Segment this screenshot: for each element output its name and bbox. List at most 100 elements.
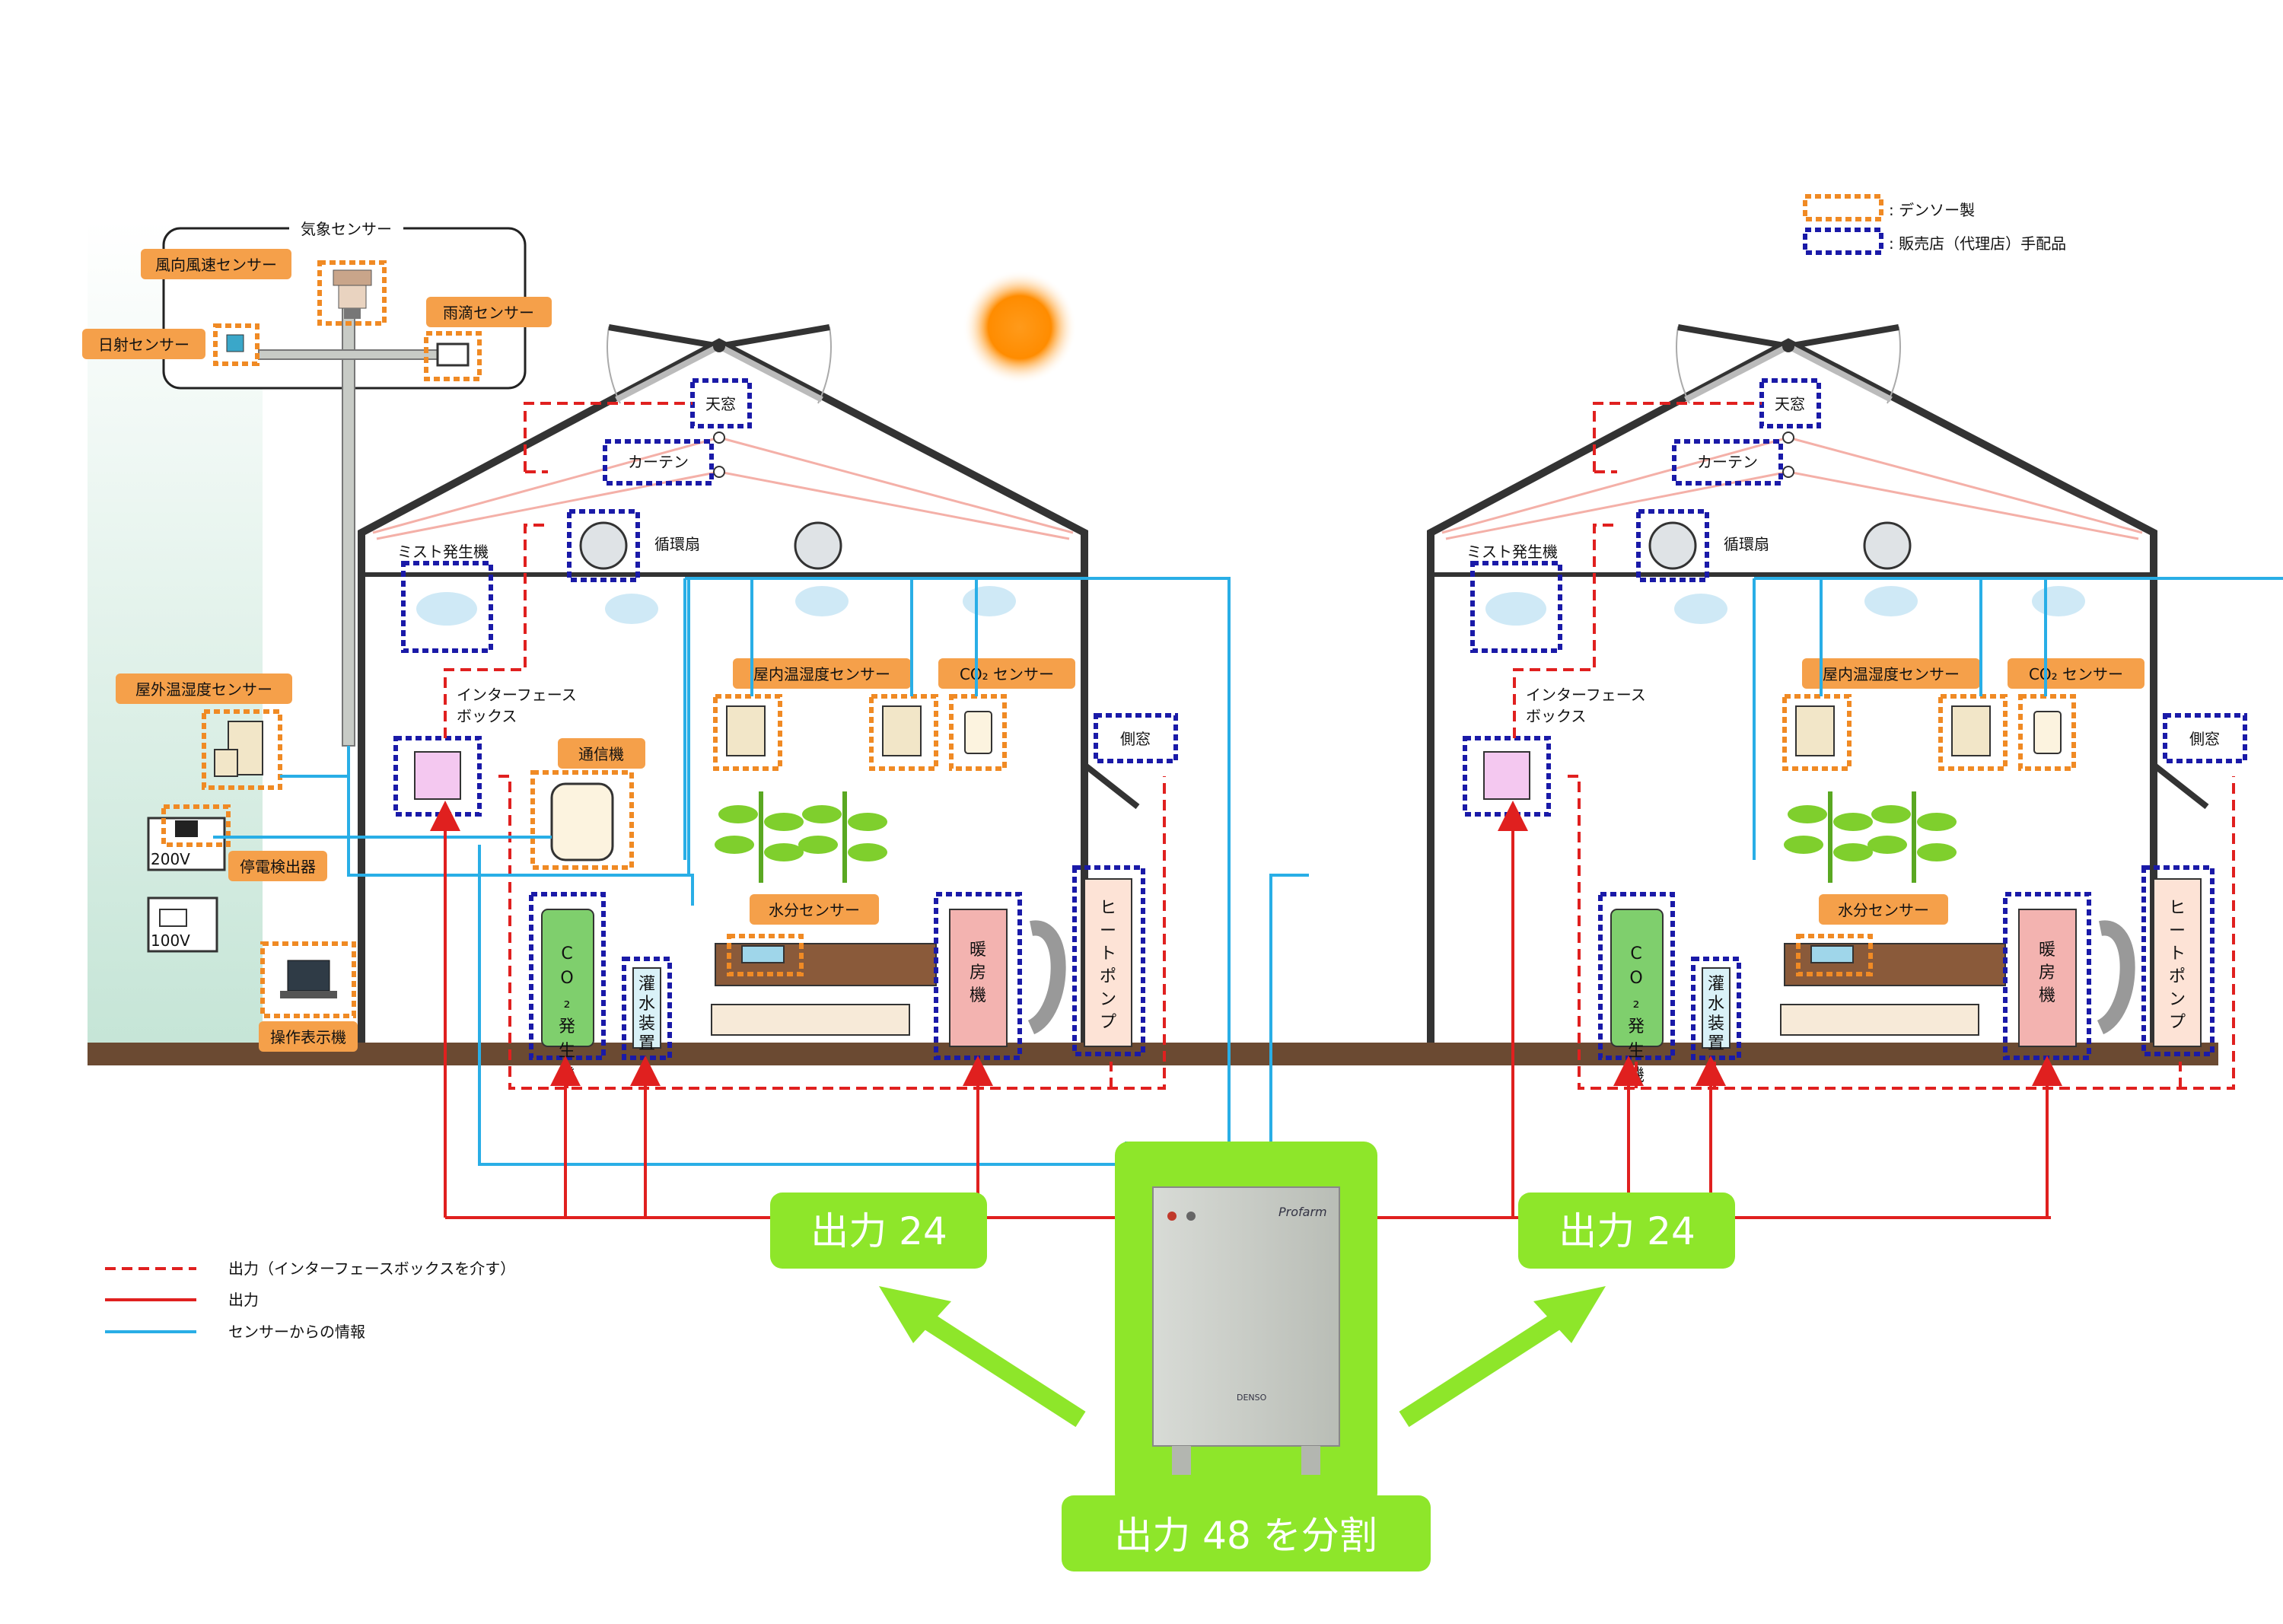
mist-cloud-icon xyxy=(963,586,1016,616)
ridge-hinge xyxy=(1782,340,1794,352)
moisture-sensor-label: 水分センサー xyxy=(1838,901,1929,919)
plant-leaf-icon xyxy=(764,813,804,831)
curtain-line xyxy=(372,436,720,534)
co2-generator-label: C xyxy=(1630,944,1641,963)
irrigation-icon xyxy=(632,967,661,1049)
plant-leaf-icon xyxy=(848,813,887,831)
interface-label: インターフェース xyxy=(457,686,577,704)
irrigation-pipe xyxy=(711,1004,910,1036)
fan-icon xyxy=(579,521,628,570)
skylight-open-left xyxy=(615,343,721,403)
moisture-sensor-label-tag xyxy=(750,894,879,925)
interface-label: ボックス xyxy=(457,707,517,725)
mist-label: ミスト発生機 xyxy=(397,543,489,561)
irrigation-label: 灌 xyxy=(1708,975,1724,994)
weather-group-label: 気象センサー xyxy=(301,220,392,238)
controller-brand: Profarm xyxy=(1278,1205,1327,1219)
side-window-panel xyxy=(1082,762,1140,810)
plant-leaf-icon xyxy=(1917,843,1957,861)
heatpump-label: ポ xyxy=(1100,967,1116,986)
irrigation-label: 水 xyxy=(1708,995,1724,1014)
side-window-label: 側窓 xyxy=(1120,730,1151,748)
output-left-label: 出力 24 xyxy=(810,1209,947,1253)
moisture-sensor-box xyxy=(1796,934,1873,976)
output-total-label: 出力 48 を分割 xyxy=(1114,1514,1377,1558)
indoor-sensor-icon xyxy=(726,705,766,756)
dashed-output-skylight xyxy=(1593,402,1762,472)
dashed-output-skylight xyxy=(524,402,693,472)
plant-leaf-icon xyxy=(764,843,804,861)
curtain-label: カーテン xyxy=(628,453,689,471)
rain-sensor-icon xyxy=(436,342,470,367)
controller-maker: DENSO xyxy=(1237,1393,1267,1403)
heater-icon xyxy=(949,909,1008,1047)
heatpump-label: ー xyxy=(2169,922,2186,941)
co2-generator-label: ₂ xyxy=(564,993,571,1012)
co2-sensor-label: CO₂ センサー xyxy=(960,665,1054,683)
fan-box xyxy=(1636,509,1709,582)
moisture-sensor-label-tag xyxy=(1819,894,1948,925)
dashed-output-loop xyxy=(1568,775,2235,1090)
split-arrows xyxy=(879,1286,1606,1428)
indoor-sensor-box-1 xyxy=(1782,694,1852,771)
ridge-hinge xyxy=(713,340,725,352)
output-right-label: 出力 24 xyxy=(1559,1209,1696,1253)
irrigation-icon xyxy=(1702,967,1731,1049)
skylight-panel-left xyxy=(1677,324,1789,349)
legend-solid-output: 出力 xyxy=(228,1291,259,1309)
heatpump-icon xyxy=(1084,878,1132,1047)
co2-generator-icon xyxy=(1610,909,1664,1047)
co2-generator-icon xyxy=(541,909,594,1047)
interface-label: ボックス xyxy=(1526,707,1586,725)
heatpump-label: ン xyxy=(1100,990,1116,1009)
heater-label: 機 xyxy=(2039,986,2055,1005)
side-window-label: 側窓 xyxy=(2189,730,2220,748)
skylight-panel-right xyxy=(718,324,830,349)
laptop-icon xyxy=(280,960,337,998)
indoor-sensor-label-tag xyxy=(733,658,911,689)
heater-label: 機 xyxy=(970,986,986,1005)
co2-generator-label: ₂ xyxy=(1633,993,1640,1012)
fan-icon xyxy=(794,521,842,570)
mist-cloud-icon xyxy=(2032,586,2085,616)
mist-cloud-icon xyxy=(795,586,849,616)
legend-dashed-output: 出力（インターフェースボックスを介す） xyxy=(228,1259,515,1278)
plant-leaf-icon xyxy=(798,836,838,854)
plant-leaf-icon xyxy=(1867,836,1907,854)
console-label: 操作表示機 xyxy=(270,1028,346,1046)
plant-leaf-icon xyxy=(718,805,758,823)
plant-leaf-icon xyxy=(1788,805,1827,823)
heatpump-label: ポ xyxy=(2169,967,2186,986)
co2-generator-label: 生 xyxy=(1628,1042,1645,1061)
heater-label: 暖 xyxy=(2039,941,2055,960)
mist-box xyxy=(401,561,493,653)
outdoor-sensor-icon xyxy=(214,721,263,777)
outlet-100-icon xyxy=(159,909,187,927)
indoor-sensor-box-2 xyxy=(869,694,938,771)
indoor-sensor-box-1 xyxy=(713,694,782,771)
heatpump-label: ヒ xyxy=(1100,899,1116,918)
legend-dealer: : 販売店（代理店）手配品 xyxy=(1889,234,2066,253)
skylight-label: 天窓 xyxy=(705,395,736,413)
wind-sensor-label: 風向風速センサー xyxy=(155,256,277,274)
co2-generator-label: 発 xyxy=(559,1017,575,1036)
skylight-open-left xyxy=(1684,343,1790,403)
plant-leaf-icon xyxy=(1917,813,1957,831)
irrigation-label: 置 xyxy=(1708,1034,1724,1053)
interface-label: インターフェース xyxy=(1526,686,1646,704)
output-right-badge: 出力 24 xyxy=(1518,1193,1735,1269)
skylight-open-right xyxy=(1787,343,1893,403)
rain-sensor-label: 雨滴センサー xyxy=(443,304,534,322)
plant-leaf-icon xyxy=(848,843,887,861)
skylight-panel-left xyxy=(608,324,720,349)
heatpump-label: ト xyxy=(1100,944,1116,963)
irrigation-label: 装 xyxy=(638,1014,655,1033)
heatpump-icon xyxy=(2153,878,2202,1047)
side-window-panel xyxy=(2151,762,2209,810)
curtain-label: カーテン xyxy=(1697,453,1758,471)
curtain-line xyxy=(718,436,1074,534)
irrigation-label: 水 xyxy=(638,995,655,1014)
